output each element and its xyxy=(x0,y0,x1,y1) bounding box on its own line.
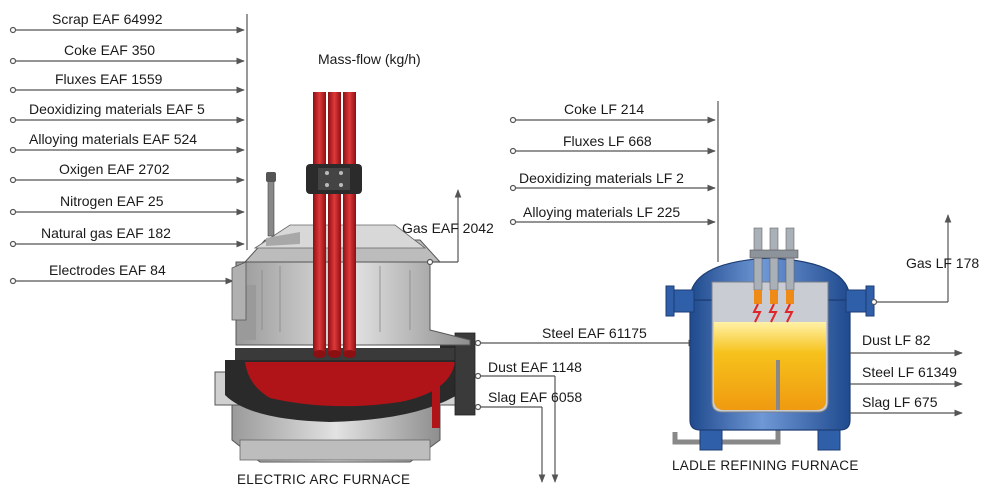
eaf-gas-label: Gas EAF 2042 xyxy=(402,220,494,236)
eaf-steel-arrow xyxy=(474,339,697,347)
lf-input-label-deoxidizing: Deoxidizing materials LF 2 xyxy=(519,170,684,186)
lf-output-label-steel: Steel LF 61349 xyxy=(862,364,957,380)
eaf-input-label-electrodes: Electrodes EAF 84 xyxy=(49,262,166,278)
eaf-input-label-fluxes: Fluxes EAF 1559 xyxy=(55,71,163,87)
eaf-dust-label: Dust EAF 1148 xyxy=(488,359,582,375)
eaf-input-label-coke: Coke EAF 350 xyxy=(64,42,156,58)
eaf-caption: ELECTRIC ARC FURNACE xyxy=(237,472,411,487)
eaf-gas-arrow xyxy=(426,189,462,266)
eaf-steel-label: Steel EAF 61175 xyxy=(542,325,647,341)
ladle-refining-furnace-illustration xyxy=(665,227,875,451)
eaf-input-label-deoxidizing: Deoxidizing materials EAF 5 xyxy=(29,101,205,117)
electric-arc-furnace-illustration xyxy=(214,92,476,463)
lf-input-arrows xyxy=(509,101,719,262)
eaf-input-label-oxigen: Oxigen EAF 2702 xyxy=(59,161,170,177)
eaf-input-label-natural-gas: Natural gas EAF 182 xyxy=(41,225,171,241)
eaf-input-arrows xyxy=(9,14,248,285)
lf-gas-arrow xyxy=(870,214,952,306)
lf-output-label-slag: Slag LF 675 xyxy=(862,394,938,410)
lf-caption: LADLE REFINING FURNACE xyxy=(672,458,859,473)
lf-gas-label: Gas LF 178 xyxy=(906,255,980,271)
eaf-slag-label: Slag EAF 6058 xyxy=(488,389,583,405)
eaf-input-label-alloying: Alloying materials EAF 524 xyxy=(29,131,198,147)
eaf-input-label-scrap: Scrap EAF 64992 xyxy=(52,11,163,27)
lf-input-label-coke: Coke LF 214 xyxy=(564,101,645,117)
lf-output-arrows xyxy=(850,349,963,417)
eaf-input-label-nitrogen: Nitrogen EAF 25 xyxy=(60,193,164,209)
lf-output-label-dust: Dust LF 82 xyxy=(862,332,931,348)
mass-flow-title: Mass-flow (kg/h) xyxy=(318,51,421,67)
eaf-dust-slag-arrows xyxy=(474,372,559,483)
lf-input-label-fluxes: Fluxes LF 668 xyxy=(563,133,652,149)
lf-input-label-alloying: Alloying materials LF 225 xyxy=(523,204,681,220)
